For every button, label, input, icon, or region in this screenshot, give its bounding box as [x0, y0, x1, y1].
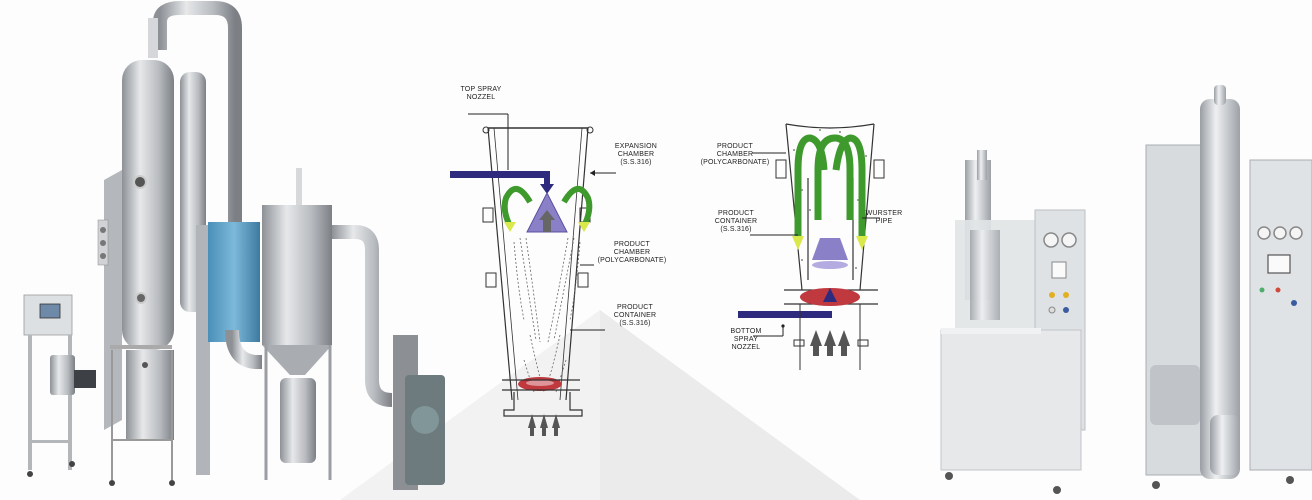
top-spray-nozzle-label: TOP SPRAY NOZZEL — [460, 86, 502, 101]
lab-fluid-bed-unit-image — [940, 150, 1086, 494]
pilot-fluid-bed-unit-image — [1145, 85, 1312, 489]
bottom-product-chamber-label: PRODUCT CHAMBER (POLYCARBONATE) — [700, 143, 770, 166]
bottom-product-container-label: PRODUCT CONTAINER (S.S.316) — [714, 210, 758, 233]
top-product-container-label: PRODUCT CONTAINER (S.S.316) — [613, 304, 657, 327]
large-fluid-bed-system-image — [23, 0, 445, 490]
top-product-chamber-label: PRODUCT CHAMBER (POLYCARBONATE) — [597, 241, 667, 264]
expansion-chamber-label: EXPANSION CHAMBER (S.S.316) — [614, 143, 658, 166]
wurster-pipe-label: WURSTER PIPE — [865, 210, 903, 225]
bottom-spray-nozzle-label: BOTTOM SPRAY NOZZEL — [730, 328, 762, 351]
bottom-spray-diagram — [738, 123, 885, 370]
top-spray-diagram — [450, 113, 616, 436]
